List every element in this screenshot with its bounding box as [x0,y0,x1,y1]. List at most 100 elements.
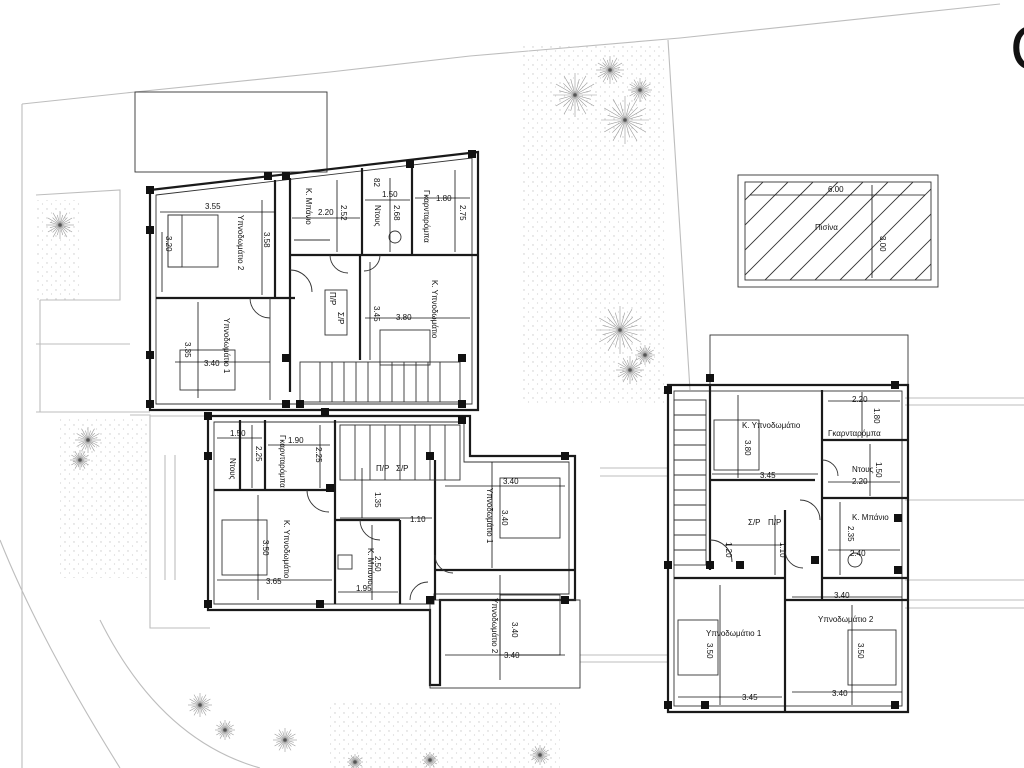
house-b-plan [666,334,910,714]
a-up-bed2-h1: 3.58 [262,232,271,248]
tree-icon [188,693,212,717]
column-marker [811,556,819,564]
column-marker [264,172,272,180]
a-up-ward-name: Γκαρνταρόμπα [422,190,431,243]
a-up-shower-w: 1.50 [382,190,398,199]
column-marker [706,374,714,382]
b-shower-h: 1.50 [874,462,883,478]
pool-name-label: Πισίνα [815,223,838,232]
tree-icon [596,306,644,354]
a-lo-master-w: 3.65 [266,577,282,586]
column-marker [458,400,466,408]
column-marker [664,561,672,569]
a-up-bed2-h2: 3.20 [164,236,173,252]
column-marker [736,561,744,569]
a-up-shower-h: 2.68 [392,205,401,221]
column-marker [282,172,290,180]
tree-icon [347,754,363,768]
b-bath-h: 2.35 [846,526,855,542]
a-lo-ward-name: Γκαρνταρόμπα [278,435,287,488]
column-marker [146,400,154,408]
a-lo-bed2-name: Υπνοδωμάτιο 2 [490,598,499,654]
pool-depth-label: 3.00 [878,236,887,252]
a-up-bath-name: Κ. Μπάνιο [304,188,313,225]
column-marker [321,408,329,416]
tree-icon [601,96,649,144]
a-up-riser-a: Π/Ρ [328,292,337,305]
b-bed2-wtop: 3.40 [834,591,850,600]
a-lo-bed1-w: 3.40 [503,477,519,486]
tree-symbols [46,56,655,768]
dimension-lines [160,170,902,705]
tree-icon [215,720,235,740]
structural-columns [146,150,902,709]
b-shower-name: Ντους [852,465,874,474]
a-up-master-h: 3.45 [372,306,381,322]
column-marker [146,226,154,234]
tree-icon [616,356,644,384]
a-up-riser-b: Σ/Ρ [336,312,345,325]
a-up-bed1-name: Υπνοδωμάτιο 1 [222,318,231,374]
corner-glyph: C [1010,12,1024,84]
house-a-lower-plan [206,414,581,689]
a-lo-bed1-name: Υπνοδωμάτιο 1 [485,488,494,544]
column-marker [282,354,290,362]
a-lo-riser-a: Π/Ρ [376,464,389,473]
a-up-bed1-h: 3.35 [183,342,192,358]
b-ward-w: 2.20 [852,395,868,404]
a-lo-master-h: 3.50 [261,540,270,556]
tree-icon [75,427,101,453]
a-lo-riser-b: Σ/Ρ [396,464,409,473]
a-lo-shower-name: Ντους [228,458,237,480]
a-up-bath-w: 2.20 [318,208,334,217]
tree-icon [635,345,655,365]
a-up-bed1-w: 3.40 [204,359,220,368]
column-marker [664,701,672,709]
a-lo-bath-h: 2.50 [373,556,382,572]
column-marker [316,600,324,608]
column-marker [894,514,902,522]
b-master-name: Κ. Υπνοδωμάτιο [742,421,801,430]
column-marker [664,386,672,394]
a-up-master-name: Κ. Υπνοδωμάτιο [430,280,439,339]
b-bed2-w: 3.40 [832,689,848,698]
column-marker [468,150,476,158]
column-marker [204,412,212,420]
a-up-ward-h: 2.75 [458,205,467,221]
column-marker [561,596,569,604]
a-up-shower-small: 82 [372,178,381,187]
a-lo-bed2-w: 3.40 [504,651,520,660]
b-master-w: 3.45 [760,471,776,480]
column-marker [426,596,434,604]
b-bed2-h: 3.50 [856,643,865,659]
b-hall-w2: 1.10 [778,542,787,558]
a-up-master-w: 3.80 [396,313,412,322]
column-marker [894,566,902,574]
a-lo-bath-w: 1.95 [356,584,372,593]
b-master-h: 3.80 [743,440,752,456]
b-riser-a: Σ/Ρ [748,518,761,527]
b-ward-h: 1.80 [872,408,881,424]
a-lo-hall-w: 1.10 [410,515,426,524]
a-lo-bath-name: Κ. Μπάνιο [366,548,375,585]
pool-width-label: 6.00 [828,185,844,194]
pool-plan [737,174,939,288]
column-marker [326,484,334,492]
a-lo-ward-w: 1.90 [288,436,304,445]
column-marker [701,701,709,709]
tree-icon [596,56,624,84]
tree-icon [273,728,297,752]
column-marker [146,351,154,359]
a-up-ward-w: 1.80 [436,194,452,203]
column-marker [458,354,466,362]
column-marker [204,600,212,608]
column-marker [891,381,899,389]
garden-stipple [36,45,665,768]
b-bed1-h: 3.50 [705,643,714,659]
b-bath-name: Κ. Μπάνιο [852,513,889,522]
a-up-bed2-w: 3.55 [205,202,221,211]
b-bed1-w: 3.45 [742,693,758,702]
column-marker [406,160,414,168]
a-up-shower-name: Ντους [373,205,382,227]
